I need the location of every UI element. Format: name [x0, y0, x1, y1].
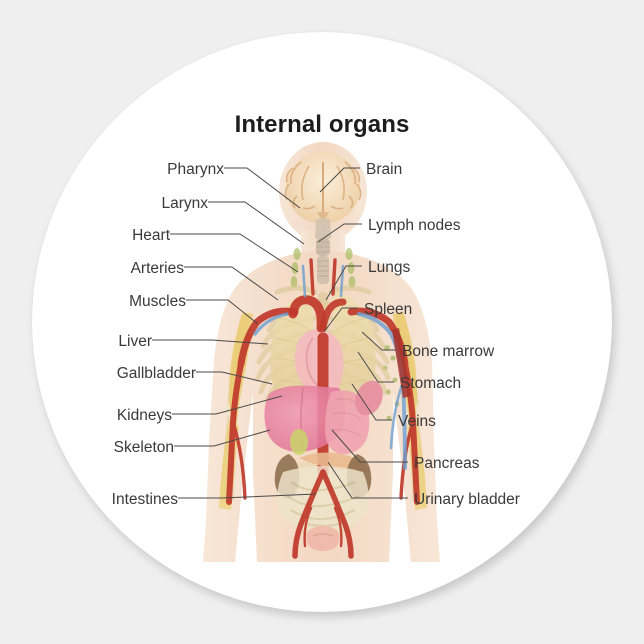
label-veins: Veins [398, 413, 436, 430]
label-heart: Heart [132, 227, 170, 244]
label-gallbladder: Gallbladder [116, 365, 196, 382]
label-arteries: Arteries [130, 260, 184, 277]
label-brain: Brain [366, 161, 403, 178]
round-sticker: Internal organs [32, 32, 612, 612]
label-pharynx: Pharynx [167, 161, 224, 178]
leader-pharynx [224, 167, 301, 209]
bone-marrow-organ [392, 328, 411, 398]
lymph-nodes-organ [290, 248, 400, 421]
label-muscles: Muscles [129, 293, 186, 310]
label-kidneys: Kidneys [116, 407, 172, 424]
label-urinary-bladder: Urinary bladder [414, 491, 520, 508]
urinary-bladder-organ [306, 526, 340, 551]
label-skeleton: Skeleton [113, 439, 174, 456]
label-bone-marrow: Bone marrow [402, 343, 495, 360]
pharynx-larynx-trachea [315, 218, 331, 284]
label-pancreas: Pancreas [414, 455, 480, 472]
label-liver: Liver [118, 333, 152, 350]
intestines-organ [277, 466, 369, 534]
leader-lines [152, 167, 408, 499]
label-stomach: Stomach [400, 375, 462, 392]
label-larynx: Larynx [161, 195, 208, 212]
leader-brain [319, 167, 360, 193]
spleen-organ [355, 380, 383, 416]
anatomy-illustration [173, 142, 473, 570]
label-intestines: Intestines [111, 491, 178, 508]
gallbladder-organ [290, 429, 308, 455]
page-title: Internal organs [234, 111, 410, 138]
label-spleen: Spleen [364, 301, 413, 318]
label-lungs: Lungs [368, 259, 411, 276]
label-lymph-nodes: Lymph nodes [368, 217, 461, 234]
